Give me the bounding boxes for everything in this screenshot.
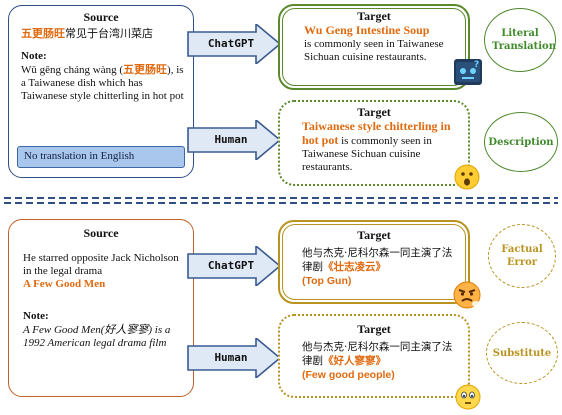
top-target1-header: Target — [357, 9, 391, 23]
top-bubble1-text: Literal Translation — [492, 28, 556, 52]
top-target1-rest: is commonly seen in Taiwanese Sichuan cu… — [304, 38, 444, 63]
bottom-source-header: Source — [83, 226, 119, 240]
no-translation-badge: No translation in English — [17, 146, 185, 168]
top-target2-highlight: Taiwanese style chitterling in hot pot — [302, 119, 451, 147]
bottom-chatgpt-arrow — [187, 246, 282, 286]
angry-emoji-icon — [452, 280, 482, 310]
bottom-target-chatgpt: Target 他与杰克·尼科尔森一同主演了法律剧《壮志凌云》 (Top Gun) — [278, 220, 470, 304]
top-source-term: 五更肠旺 — [21, 28, 65, 40]
top-bubble-literal: Literal Translation — [484, 8, 556, 72]
bottom-chatgpt-label-wrap: ChatGPT — [196, 257, 266, 275]
top-human-label-wrap: Human — [196, 131, 266, 149]
bottom-target2-gloss: (Few good people) — [302, 369, 395, 381]
top-note-label: Note: — [21, 50, 47, 62]
top-chatgpt-label: ChatGPT — [207, 37, 255, 50]
bottom-target1-zh: 他与杰克·尼科尔森一同主演了法律剧 — [302, 247, 453, 273]
top-target1-text: Wu Geng Intestine Soup is commonly seen … — [304, 24, 464, 64]
top-human-label: Human — [214, 133, 248, 146]
robot-icon: ? — [453, 56, 483, 86]
top-source-box: Source 五更肠旺常见于台湾川菜店 Note: Wǔ gēng cháng … — [8, 5, 194, 178]
bottom-source-sentence: He starred opposite Jack Nicholson in th… — [23, 252, 183, 291]
bottom-bubble1-text: Factual Error — [501, 244, 543, 268]
top-note-term: 五更肠旺 — [123, 64, 168, 76]
bottom-bubble2-text: Substitute — [492, 347, 552, 359]
bottom-note-text: A Few Good Men(好人寥寥) is a 1992 American … — [23, 324, 171, 349]
top-bubble2-text: Description — [488, 136, 554, 148]
bottom-note-label: Note: — [23, 310, 49, 322]
bottom-target1-highlight: 《壮志凌云》 — [323, 261, 386, 273]
surprised-emoji-icon — [454, 164, 480, 190]
top-target-human: Target Taiwanese style chitterling in ho… — [278, 100, 470, 186]
bottom-target2-highlight: 《好人寥寥》 — [323, 355, 386, 367]
bottom-bubble-factual: Factual Error — [488, 224, 556, 288]
bottom-bubble-substitute: Substitute — [486, 322, 558, 384]
confused-emoji-icon — [455, 384, 481, 410]
top-source-header: Source — [83, 10, 119, 24]
top-note-post: ), is a Taiwanese dish which has Taiwane… — [21, 64, 184, 102]
bottom-target1-gloss: (Top Gun) — [302, 275, 352, 287]
top-target2-text: Taiwanese style chitterling in hot pot i… — [302, 120, 464, 174]
top-chatgpt-arrow — [187, 24, 282, 64]
top-human-arrow — [187, 120, 282, 160]
top-target-chatgpt: Target Wu Geng Intestine Soup is commonl… — [278, 4, 470, 90]
bottom-source-title: A Few Good Men — [23, 278, 106, 290]
top-target2-header: Target — [357, 105, 391, 119]
bottom-source-box: Source He starred opposite Jack Nicholso… — [8, 219, 194, 397]
bottom-target1-header: Target — [357, 228, 391, 242]
top-note-pre: Wǔ gēng cháng wàng ( — [21, 64, 124, 76]
bottom-source-line1: He starred opposite Jack Nicholson in th… — [23, 252, 179, 277]
bottom-target-human: Target 他与杰克·尼科尔森一同主演了法律剧《好人寥寥》 (Few good… — [278, 314, 470, 398]
bottom-human-label: Human — [214, 351, 248, 364]
bottom-target2-zh: 他与杰克·尼科尔森一同主演了法律剧 — [302, 341, 453, 367]
top-target1-highlight: Wu Geng Intestine Soup — [304, 23, 430, 37]
top-target2-rest: is commonly seen in Taiwanese Sichuan cu… — [302, 135, 432, 173]
section-divider — [4, 197, 558, 204]
bottom-target2-header: Target — [357, 322, 391, 336]
top-chatgpt-label-wrap: ChatGPT — [196, 35, 266, 53]
top-source-sentence: 五更肠旺常见于台湾川菜店 — [21, 28, 191, 41]
bottom-human-label-wrap: Human — [196, 349, 266, 367]
bottom-chatgpt-label: ChatGPT — [207, 259, 255, 272]
bottom-target1-text: 他与杰克·尼科尔森一同主演了法律剧《壮志凌云》 (Top Gun) — [302, 246, 462, 288]
bottom-target2-text: 他与杰克·尼科尔森一同主演了法律剧《好人寥寥》 (Few good people… — [302, 340, 462, 382]
top-bubble-description: Description — [484, 112, 558, 172]
top-note-text: Wǔ gēng cháng wàng (五更肠旺), is a Taiwanes… — [21, 64, 189, 103]
bottom-human-arrow — [187, 338, 282, 378]
top-source-rest: 常见于台湾川菜店 — [65, 28, 153, 40]
svg-text:?: ? — [474, 60, 479, 70]
